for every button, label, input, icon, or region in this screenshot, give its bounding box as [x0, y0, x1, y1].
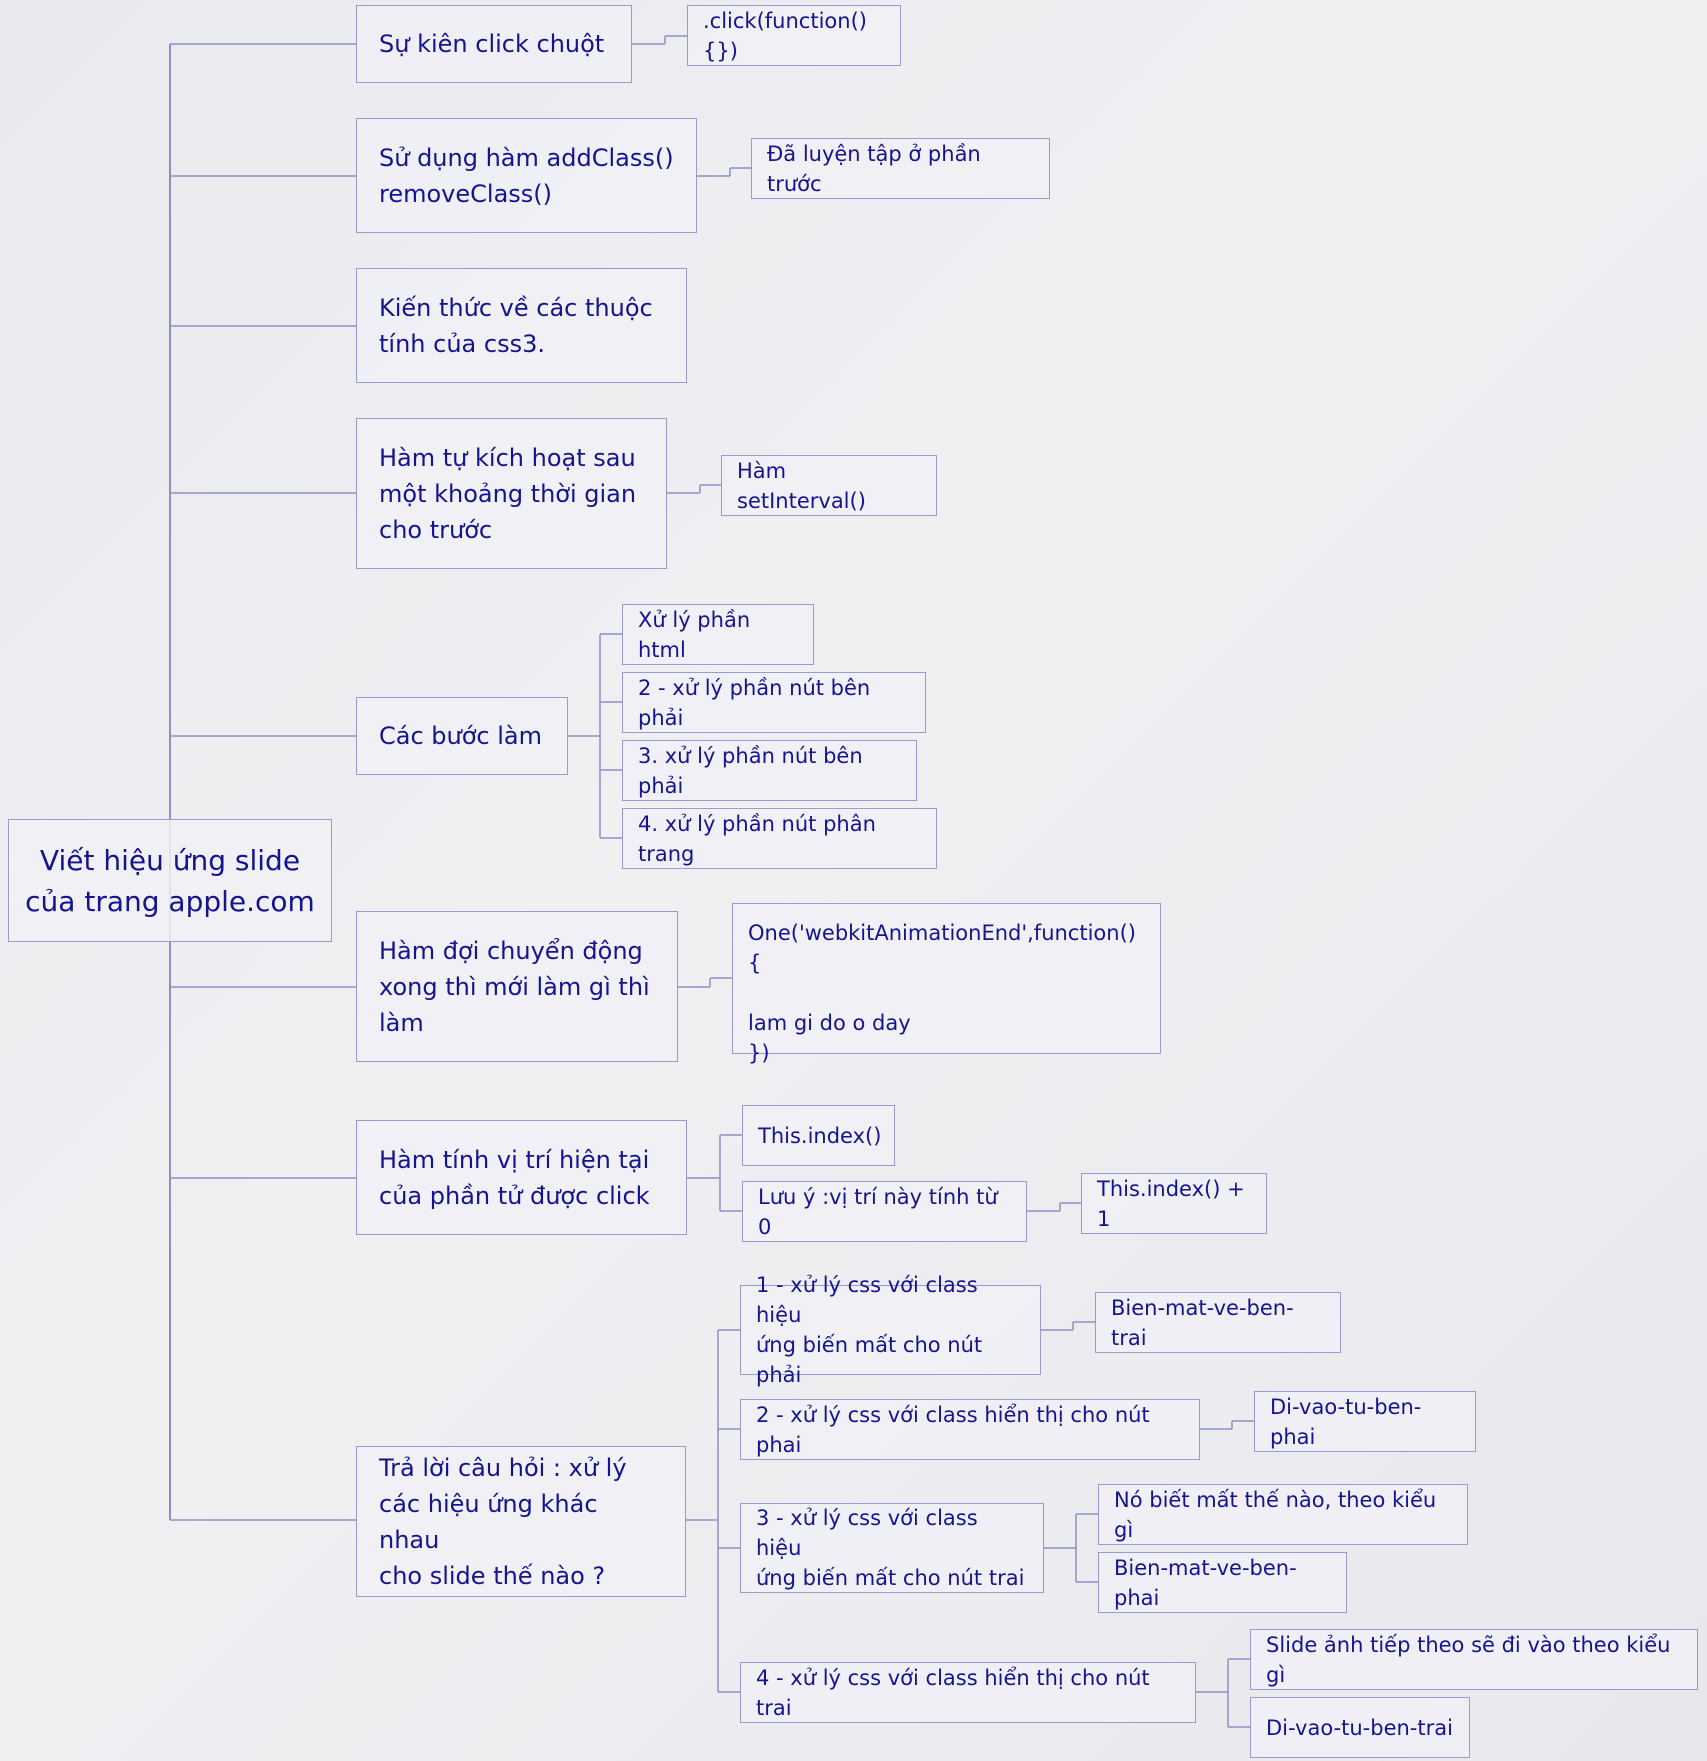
index-from-zero-node[interactable]: Lưu ý :vị trí này tính từ 0 [742, 1181, 1027, 1242]
step-right-button-3-node[interactable]: 3. xử lý phần nút bên phải [622, 740, 917, 801]
branch-css3-properties[interactable]: Kiến thức về các thuộc tính của css3. [356, 268, 687, 383]
effect-4-node[interactable]: 4 - xử lý css với class hiển thị cho nút… [740, 1662, 1196, 1723]
branch-steps[interactable]: Các bước làm [356, 697, 568, 775]
this-index-node[interactable]: This.index() [742, 1105, 895, 1166]
step-right-button-node[interactable]: 2 - xử lý phần nút bên phải [622, 672, 926, 733]
effect-3-node[interactable]: 3 - xử lý css với class hiệu ứng biến mấ… [740, 1503, 1044, 1593]
branch-animation-end[interactable]: Hàm đợi chuyển động xong thì mới làm gì … [356, 911, 678, 1062]
effect-2-node[interactable]: 2 - xử lý css với class hiển thị cho nút… [740, 1399, 1200, 1460]
effect-3-bien-mat-ve-ben-phai[interactable]: Bien-mat-ve-ben-phai [1098, 1552, 1347, 1613]
click-function-node[interactable]: .click(function(){}) [687, 5, 901, 66]
effect-4-next-slide-how[interactable]: Slide ảnh tiếp theo sẽ đi vào theo kiểu … [1250, 1629, 1698, 1690]
this-index-plus-one-node[interactable]: This.index() + 1 [1081, 1173, 1267, 1234]
effect-1-node[interactable]: 1 - xử lý css với class hiệu ứng biến mấ… [740, 1273, 1041, 1387]
branch-effects-question[interactable]: Trả lời câu hỏi : xử lý các hiệu ứng khá… [356, 1446, 686, 1597]
branch-index-position[interactable]: Hàm tính vị trí hiện tại của phần tử đượ… [356, 1120, 687, 1235]
effect-1-bien-mat-ve-ben-trai[interactable]: Bien-mat-ve-ben-trai [1095, 1292, 1341, 1353]
branch-addclass[interactable]: Sử dụng hàm addClass() removeClass() [356, 118, 697, 233]
branch-click-event[interactable]: Sự kiên click chuột [356, 5, 632, 83]
branch-timer-function[interactable]: Hàm tự kích hoạt sau một khoảng thời gia… [356, 418, 667, 569]
effect-2-di-vao-tu-ben-phai[interactable]: Di-vao-tu-ben-phai [1254, 1391, 1476, 1452]
effect-3-how-disappear[interactable]: Nó biết mất thế nào, theo kiểu gì [1098, 1484, 1468, 1545]
effect-4-di-vao-tu-ben-trai[interactable]: Di-vao-tu-ben-trai [1250, 1697, 1470, 1758]
setinterval-node[interactable]: Hàm setInterval() [721, 455, 937, 516]
webkit-animation-code-node[interactable]: One('webkitAnimationEnd',function(){ lam… [732, 903, 1161, 1065]
practiced-before-node[interactable]: Đã luyện tập ở phần trước [751, 138, 1050, 199]
step-pagination-node[interactable]: 4. xử lý phần nút phân trang [622, 808, 937, 869]
root-node[interactable]: Viết hiệu ứng slide của trang apple.com [8, 819, 332, 942]
step-html-node[interactable]: Xử lý phần html [622, 604, 814, 665]
